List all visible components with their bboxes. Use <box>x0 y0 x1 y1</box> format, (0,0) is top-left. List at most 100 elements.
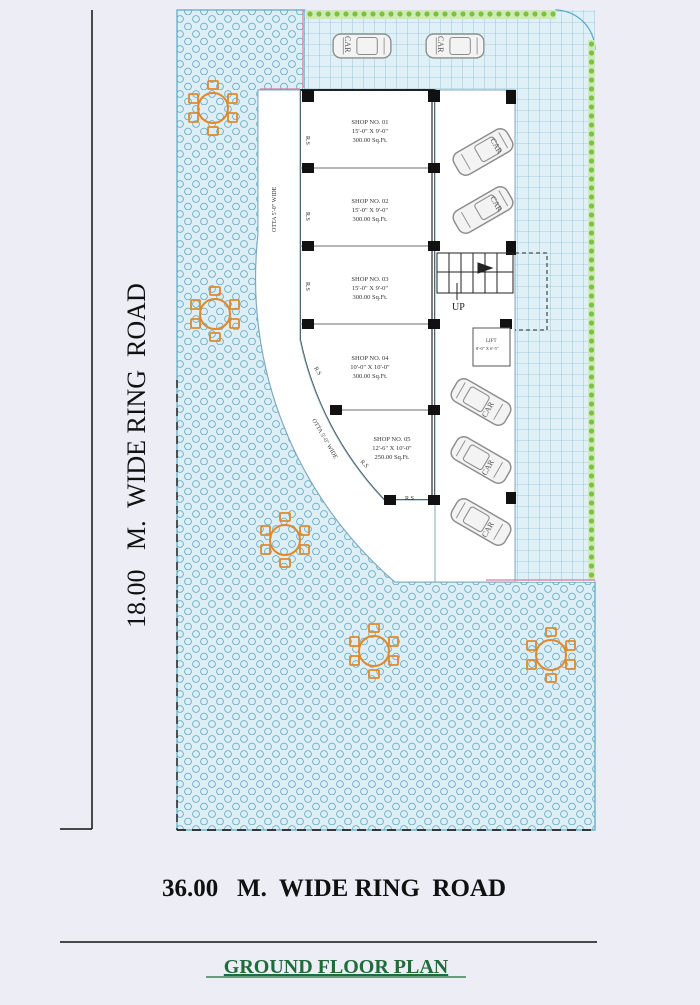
shop-1-size: 15'-0" X 9'-0" <box>352 128 389 135</box>
bottom-road-label: 36.00 M. WIDE RING ROAD <box>162 875 506 902</box>
hedge-dot <box>588 473 595 479</box>
hedge-dot <box>588 221 595 227</box>
hedge-dot <box>424 11 430 17</box>
hedge-dot <box>379 11 385 17</box>
hedge-dot <box>588 149 595 155</box>
shop-3: SHOP NO. 03 15'-0" X 9'-0" 300.00 Sq.Ft. <box>351 276 388 301</box>
shop-5-size: 12'-6" X 10'-0" <box>372 445 412 452</box>
hedge-dot <box>588 392 595 398</box>
lift-size: 8'-0" X 6'-5" <box>476 346 499 351</box>
hedge-dot <box>588 491 595 497</box>
hedge-dot <box>588 194 595 200</box>
hedge-dot <box>588 536 595 542</box>
hedge-dot <box>388 11 394 17</box>
shop-2-size: 15'-0" X 9'-0" <box>352 207 389 214</box>
car-right-5: CAR <box>447 495 515 549</box>
hedge-dot <box>588 131 595 137</box>
hedge-dot <box>588 554 595 560</box>
hedge-dot <box>588 302 595 308</box>
hedge-dot <box>588 239 595 245</box>
hedge-dot <box>588 212 595 218</box>
hedge-dot <box>588 77 595 83</box>
hedge-dot <box>588 428 595 434</box>
shop-4: SHOP NO. 04 10'-0" X 10'-0" 300.00 Sq.Ft… <box>350 355 390 380</box>
hedge-dot <box>588 185 595 191</box>
hedge-dot <box>469 11 475 17</box>
hedge-dot <box>588 104 595 110</box>
hedge-dot <box>478 11 484 17</box>
shop-2-name: SHOP NO. 02 <box>351 198 388 205</box>
hedge-dot <box>588 50 595 56</box>
shop-4-size: 10'-0" X 10'-0" <box>350 364 390 371</box>
hedge-dot <box>588 95 595 101</box>
hedge-dots <box>307 11 595 578</box>
hedge-dot <box>588 41 595 47</box>
hedge-dot <box>588 455 595 461</box>
hedge-dot <box>588 266 595 272</box>
staircase <box>436 252 548 331</box>
hedge-dot <box>442 11 448 17</box>
hedge-dot <box>460 11 466 17</box>
hedge-dot <box>588 230 595 236</box>
hedge-dot <box>541 11 547 17</box>
shop-5-area: 250.00 Sq.Ft. <box>374 454 409 461</box>
hedge-dot <box>588 437 595 443</box>
hedge-dot <box>588 59 595 65</box>
hedge-dot <box>588 68 595 74</box>
hedge-dot <box>588 572 595 578</box>
shop-1-name: SHOP NO. 01 <box>351 119 388 126</box>
hedge-dot <box>588 284 595 290</box>
hedge-dot <box>588 293 595 299</box>
hedge-dot <box>588 527 595 533</box>
hedge-dot <box>588 401 595 407</box>
hedge-dot <box>588 419 595 425</box>
shop-4-area: 300.00 Sq.Ft. <box>352 373 387 380</box>
hedge-dot <box>451 11 457 17</box>
hedge-dot <box>433 11 439 17</box>
shop-partitions <box>300 167 435 411</box>
rs-label-3: R.S <box>304 282 310 291</box>
hedge-dot <box>588 203 595 209</box>
car-top-2: CAR <box>425 33 485 59</box>
hedge-dot <box>514 11 520 17</box>
hedge-dot <box>588 158 595 164</box>
hedge-dot <box>588 248 595 254</box>
car-top-1: CAR <box>332 33 392 59</box>
shop-4-name: SHOP NO. 04 <box>351 355 389 362</box>
shop-5-name: SHOP NO. 05 <box>373 436 410 443</box>
green-hedge <box>306 10 595 580</box>
structural-columns <box>302 90 516 505</box>
car-right-2: CAR <box>449 183 517 237</box>
hedge-dot <box>352 11 358 17</box>
hedge-dot <box>588 86 595 92</box>
hedge-dot <box>588 482 595 488</box>
shop-1-area: 300.00 Sq.Ft. <box>352 137 387 144</box>
shop-3-area: 300.00 Sq.Ft. <box>352 294 387 301</box>
hedge-dot <box>588 374 595 380</box>
rs-label-4: R.S <box>312 366 322 377</box>
hedge-dot <box>588 464 595 470</box>
hedge-dot <box>588 167 595 173</box>
car-right-3: CAR <box>447 375 515 429</box>
hedge-dot <box>361 11 367 17</box>
hedge-dot <box>588 410 595 416</box>
hedge-dot <box>415 11 421 17</box>
hedge-dot <box>588 122 595 128</box>
hedge-dot <box>588 176 595 182</box>
shop-5: SHOP NO. 05 12'-6" X 10'-0" 250.00 Sq.Ft… <box>372 436 412 461</box>
hedge-dot <box>550 11 556 17</box>
hedge-dot <box>496 11 502 17</box>
car-right-1: CAR <box>449 125 517 179</box>
hedge-dot <box>588 500 595 506</box>
hedge-dot <box>588 356 595 362</box>
hedge-dot <box>588 365 595 371</box>
lift-box <box>472 327 511 367</box>
hedge-dot <box>523 11 529 17</box>
rs-label-2: R.S <box>304 212 310 221</box>
hedge-dot <box>588 347 595 353</box>
hedge-dot <box>588 338 595 344</box>
car-top-2-label: CAR <box>436 36 445 53</box>
hedge-dot <box>588 509 595 515</box>
hedge-dot <box>325 11 331 17</box>
